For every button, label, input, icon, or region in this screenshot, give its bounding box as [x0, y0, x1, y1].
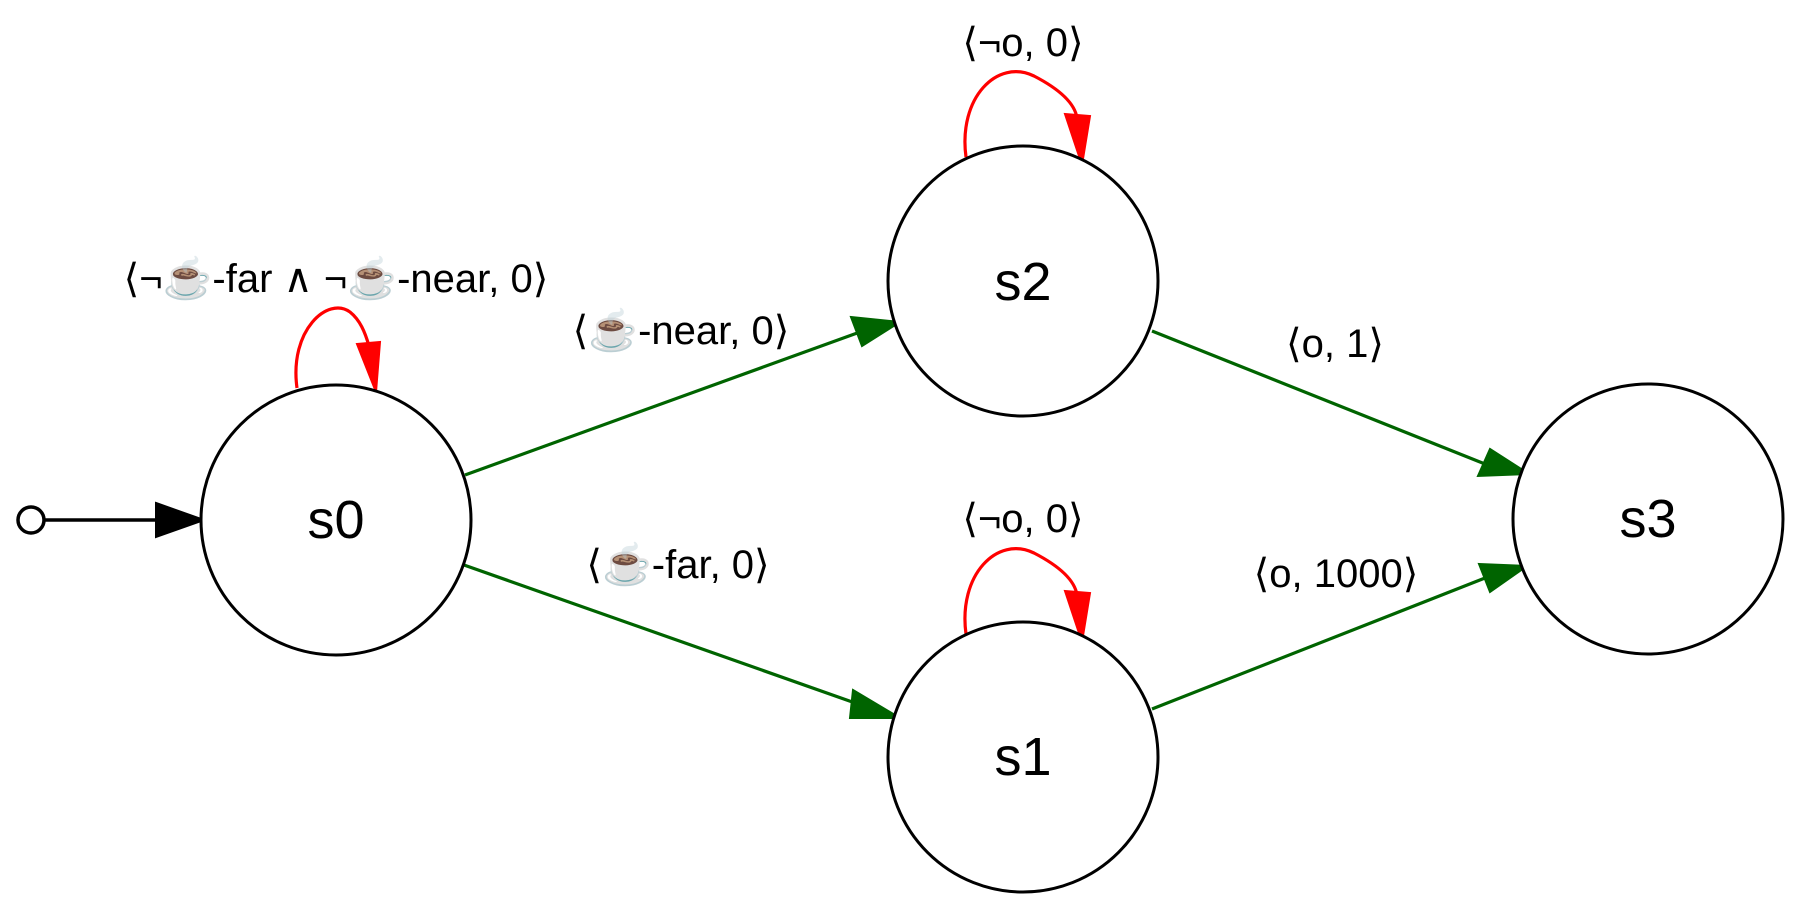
edge-s1-s3-label: ⟨o, 1000⟩: [1254, 552, 1419, 596]
edge-s2-loop-label: ⟨¬o, 0⟩: [962, 21, 1083, 65]
edge-s2-s3-line: [1151, 329, 1486, 466]
state-s1-label: s1: [994, 727, 1051, 787]
edge-s2-loop: [963, 70, 1092, 166]
state-s0-circle: [199, 383, 473, 657]
state-s0: s0: [199, 383, 473, 657]
edge-s2-s3: [1151, 329, 1533, 478]
edge-s1-s3-line: [1151, 576, 1486, 711]
edge-s1-loop-arrowhead: [1063, 589, 1092, 643]
state-s0-label: s0: [307, 490, 364, 550]
edge-s0-loop-arrowhead: [355, 340, 382, 393]
edge-s0-s2-label: ⟨☕-near, 0⟩: [573, 306, 790, 353]
initial-edge-arrowhead: [155, 501, 207, 539]
edge-s0-s2: [464, 315, 903, 477]
edge-s0-s1-line: [463, 563, 859, 706]
state-s1-circle: [886, 620, 1160, 894]
edge-s1-loop-label: ⟨¬o, 0⟩: [962, 497, 1083, 541]
edge-s0-s2-arrowhead: [849, 315, 903, 348]
state-s3-label: s3: [1619, 489, 1676, 549]
edge-s2-loop-line: [963, 70, 1079, 158]
edge-s0-s1-arrowhead: [848, 688, 904, 719]
edge-s0-s2-line: [464, 330, 861, 477]
edge-s2-loop-arrowhead: [1063, 112, 1092, 166]
initial-dot: [16, 505, 46, 535]
state-s1: s1: [886, 620, 1160, 894]
edge-s1-loop-line: [963, 547, 1079, 635]
edge-s2-s3-arrowhead: [1476, 447, 1533, 478]
state-s2: s2: [886, 144, 1160, 418]
initial-state-marker: [16, 501, 207, 539]
state-s2-circle: [886, 144, 1160, 418]
edge-s0-s1: [463, 563, 904, 719]
edge-s0-loop-label: ⟨¬☕-far ∧ ¬☕-near, 0⟩: [124, 254, 549, 301]
edge-s1-loop: [963, 547, 1092, 643]
state-s2-label: s2: [994, 252, 1051, 312]
state-s3-circle: [1511, 382, 1785, 656]
edge-s0-loop: [294, 306, 382, 393]
edge-s0-s1-label: ⟨☕-far, 0⟩: [586, 540, 769, 587]
edge-s2-s3-label: ⟨o, 1⟩: [1286, 322, 1384, 366]
edge-s1-s3-arrowhead: [1477, 562, 1530, 594]
edge-s1-s3: [1151, 562, 1530, 711]
edge-s0-loop-line: [294, 306, 371, 389]
state-s3: s3: [1511, 382, 1785, 656]
